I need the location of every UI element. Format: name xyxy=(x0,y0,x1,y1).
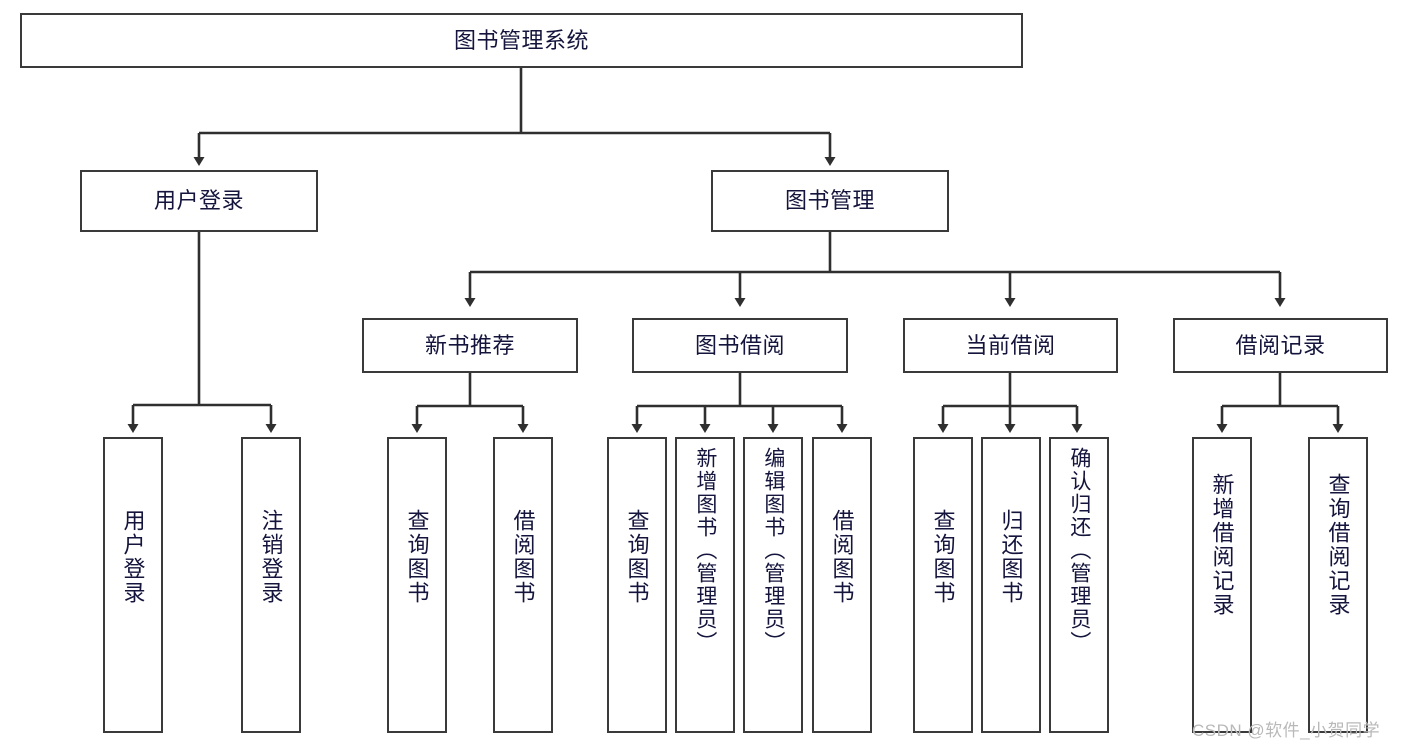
node-label: 借阅图书 xyxy=(829,509,855,605)
node-current-borrow[interactable]: 当前借阅 xyxy=(903,318,1118,373)
node-new-book-recommend[interactable]: 新书推荐 xyxy=(362,318,578,373)
node-label: 用户登录 xyxy=(153,188,244,214)
node-label: 查询图书 xyxy=(624,509,650,605)
node-label: 查询图书 xyxy=(930,509,956,605)
node-book-borrow[interactable]: 图书借阅 xyxy=(632,318,848,373)
node-label: 查询图书 xyxy=(404,509,430,605)
node-leaf-add-record[interactable]: 新增借阅记录 xyxy=(1192,437,1252,733)
node-borrow-record[interactable]: 借阅记录 xyxy=(1173,318,1388,373)
node-user-login[interactable]: 用户登录 xyxy=(80,170,318,232)
node-label: 新增图书（管理员） xyxy=(693,447,717,654)
node-label: 图书借阅 xyxy=(694,332,785,358)
node-leaf-user-login[interactable]: 用户登录 xyxy=(103,437,163,733)
node-leaf-confirm-return[interactable]: 确认归还（管理员） xyxy=(1049,437,1109,733)
node-label: 借阅图书 xyxy=(510,509,536,605)
node-label: 编辑图书（管理员） xyxy=(761,447,785,654)
node-leaf-borrow-book-1[interactable]: 借阅图书 xyxy=(493,437,553,733)
node-label: 注销登录 xyxy=(258,509,284,605)
node-leaf-return-book[interactable]: 归还图书 xyxy=(981,437,1041,733)
node-leaf-query-record[interactable]: 查询借阅记录 xyxy=(1308,437,1368,733)
node-leaf-query-book-2[interactable]: 查询图书 xyxy=(607,437,667,733)
node-label: 图书管理系统 xyxy=(453,27,589,53)
node-label: 用户登录 xyxy=(120,509,146,605)
node-label: 确认归还（管理员） xyxy=(1067,447,1091,654)
node-leaf-edit-book[interactable]: 编辑图书（管理员） xyxy=(743,437,803,733)
node-leaf-query-book-3[interactable]: 查询图书 xyxy=(913,437,973,733)
node-leaf-logout-login[interactable]: 注销登录 xyxy=(241,437,301,733)
node-label: 归还图书 xyxy=(998,509,1024,605)
node-label: 图书管理 xyxy=(784,188,875,214)
node-leaf-query-book-1[interactable]: 查询图书 xyxy=(387,437,447,733)
node-label: 当前借阅 xyxy=(965,332,1056,358)
node-root-system[interactable]: 图书管理系统 xyxy=(20,13,1023,68)
node-leaf-borrow-book-2[interactable]: 借阅图书 xyxy=(812,437,872,733)
node-label: 借阅记录 xyxy=(1235,332,1326,358)
node-label: 新书推荐 xyxy=(424,332,515,358)
node-label: 查询借阅记录 xyxy=(1325,473,1351,617)
node-book-management[interactable]: 图书管理 xyxy=(711,170,949,232)
csdn-watermark: CSDN @软件_小贺同学 xyxy=(1192,721,1381,740)
node-label: 新增借阅记录 xyxy=(1209,473,1235,617)
node-leaf-add-book[interactable]: 新增图书（管理员） xyxy=(675,437,735,733)
